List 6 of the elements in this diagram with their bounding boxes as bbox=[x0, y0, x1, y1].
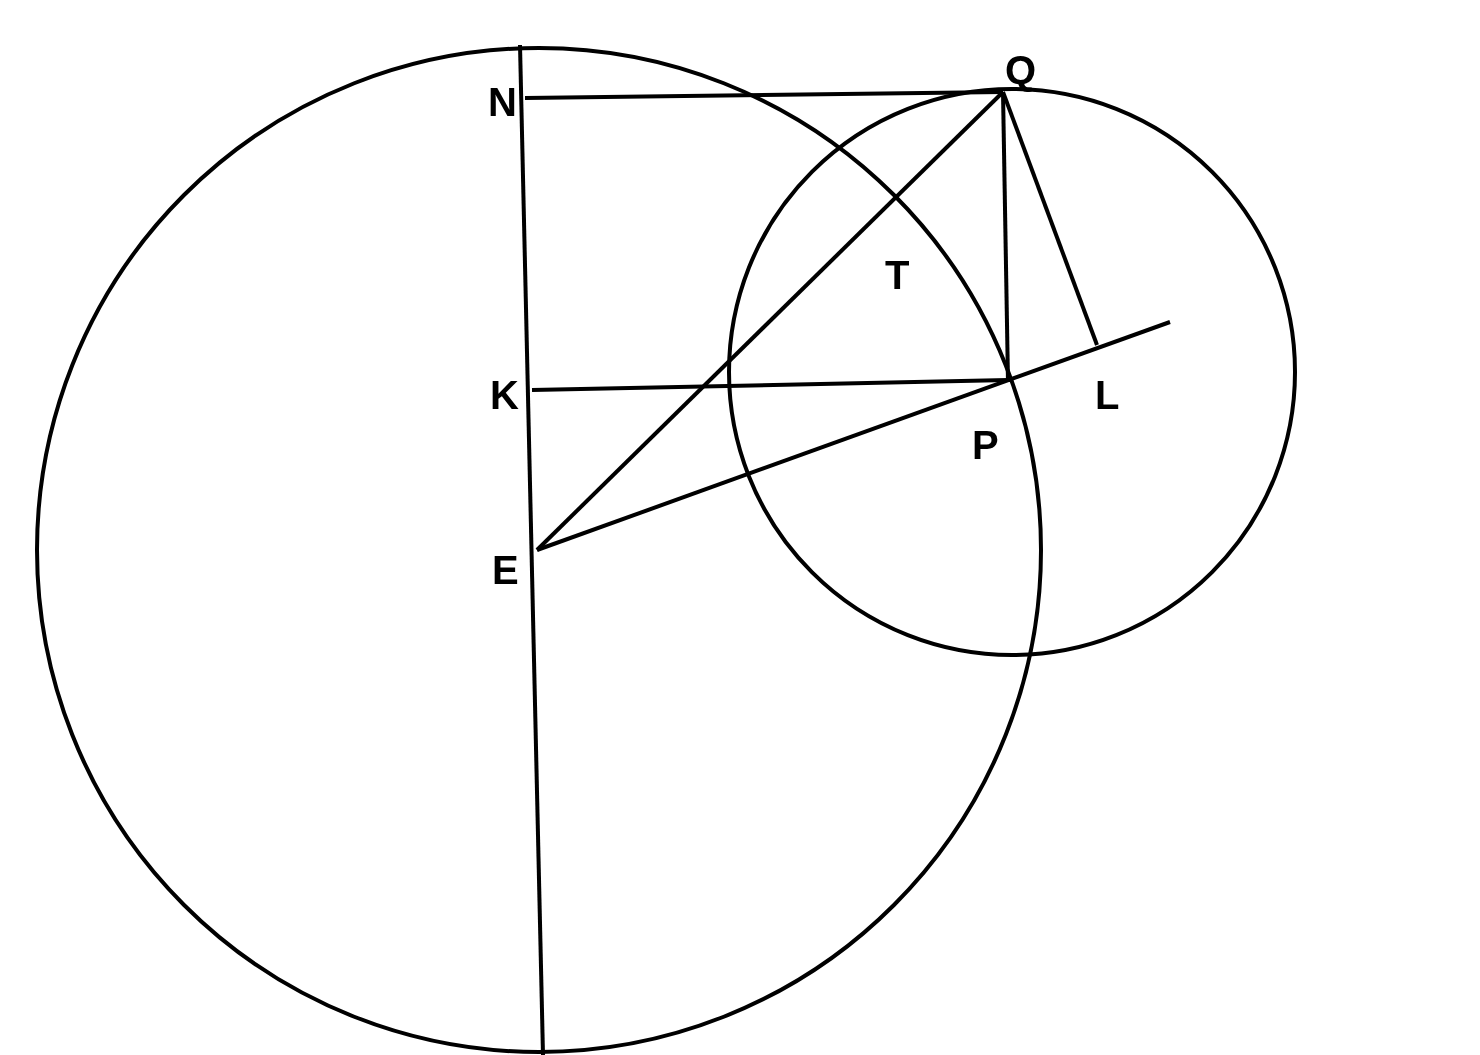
point-label: T bbox=[885, 255, 910, 295]
point-label: N bbox=[488, 82, 517, 122]
point-label: K bbox=[490, 375, 519, 415]
point-label: P bbox=[972, 425, 999, 465]
point-label: L bbox=[1095, 375, 1120, 415]
point-label: Ε bbox=[492, 550, 519, 590]
